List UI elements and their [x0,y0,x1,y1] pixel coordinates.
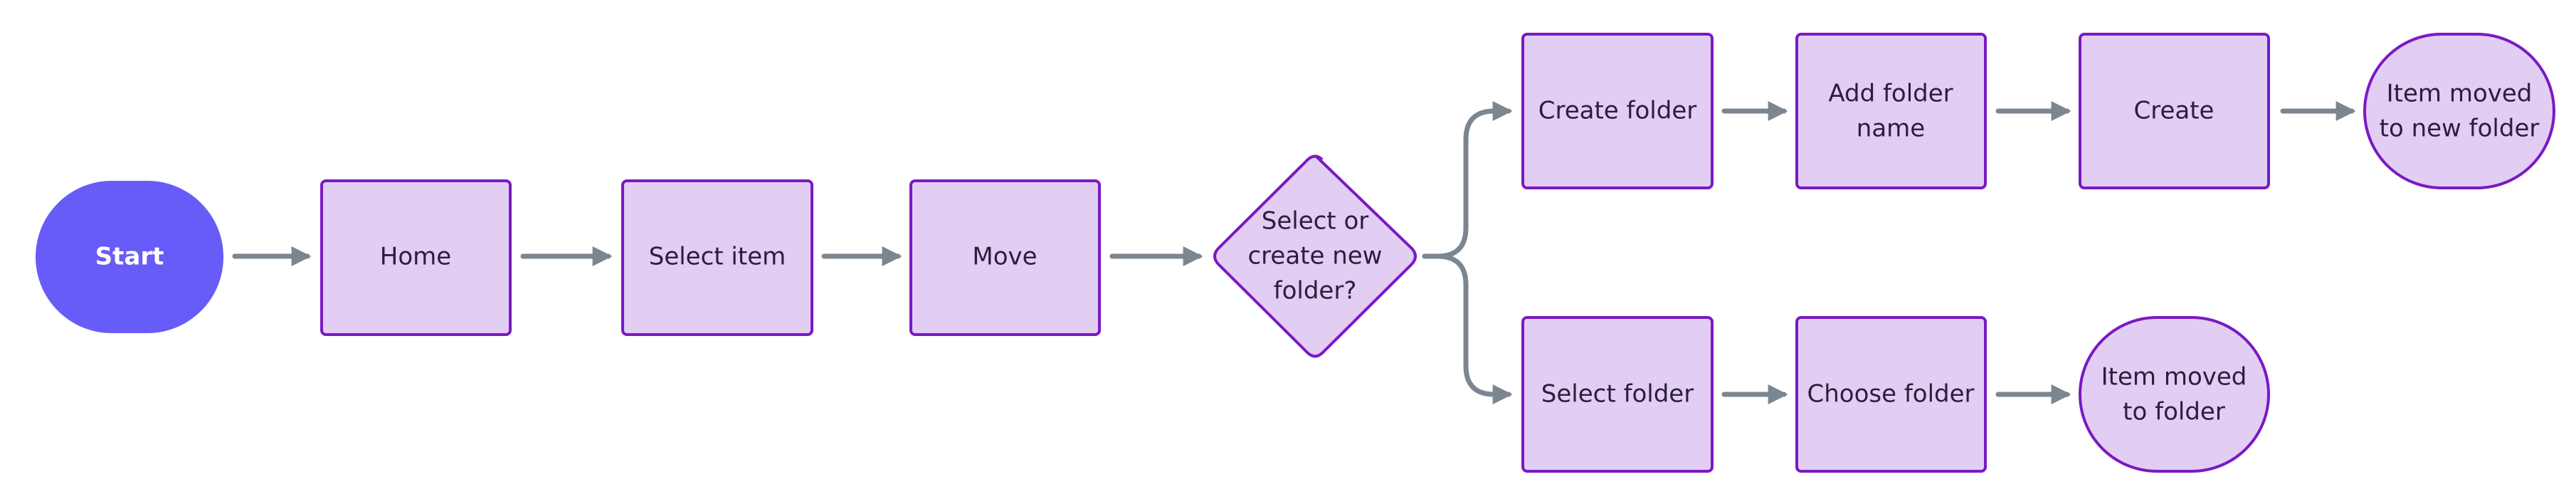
add-folder-name-node[interactable]: Add folder name [1795,33,1987,189]
home-node[interactable]: Home [320,179,512,336]
item-moved-new-folder-label-line1: Item moved [2387,80,2533,108]
edge-decision-create-folder [1422,101,1513,259]
item-moved-folder-label-line1: Item moved [2101,363,2247,392]
decision-node[interactable]: Select or create new folder? [1213,154,1417,358]
edge-decision-select-folder [1422,253,1513,404]
decision-label-line3: folder? [1274,277,1357,305]
connectors [232,101,2356,404]
select-item-label: Select item [649,243,786,271]
item-moved-new-folder-label-line2: to new folder [2380,115,2540,143]
add-folder-name-label-line2: name [1857,115,1925,143]
choose-folder-node[interactable]: Choose folder [1795,316,1987,473]
start-label: Start [95,243,164,271]
move-label: Move [972,243,1037,271]
item-moved-folder-node[interactable]: Item moved to folder [2079,316,2270,473]
choose-folder-label: Choose folder [1807,380,1974,409]
create-folder-node[interactable]: Create folder [1521,33,1714,189]
select-folder-node[interactable]: Select folder [1521,316,1714,473]
home-label: Home [380,243,451,271]
item-moved-folder-label-line2: to folder [2123,398,2225,426]
create-folder-label: Create folder [1538,97,1696,125]
select-folder-label: Select folder [1541,380,1694,409]
create-node[interactable]: Create [2079,33,2270,189]
select-item-node[interactable]: Select item [621,179,813,336]
decision-label-line1: Select or [1262,207,1368,236]
move-node[interactable]: Move [909,179,1101,336]
add-folder-name-label-line1: Add folder [1828,80,1953,108]
decision-label-line2: create new [1247,242,1382,271]
item-moved-new-folder-node[interactable]: Item moved to new folder [2363,33,2555,189]
create-label: Create [2134,97,2215,125]
start-node[interactable]: Start [36,181,223,333]
